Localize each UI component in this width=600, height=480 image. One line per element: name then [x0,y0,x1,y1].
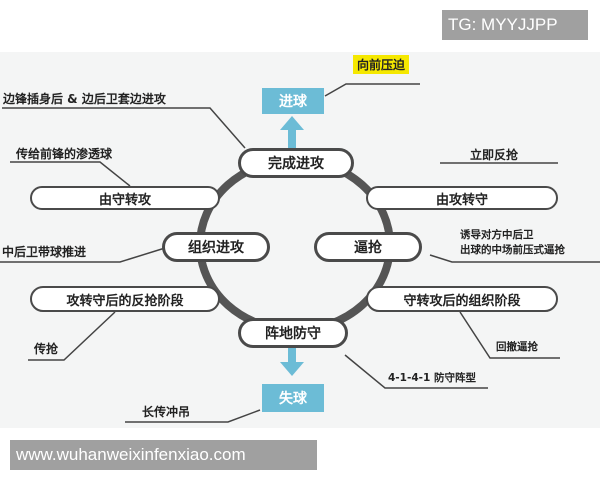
annotation-press-line2: 出球的中场前压式逼抢 [460,244,565,256]
arrow-up-shaft [288,128,296,148]
leader-pass-press [28,311,116,361]
annotation-long-ball: 长传冲吊 [142,405,191,419]
leader-long-ball [125,409,261,423]
goal-scored-box: 进球 [262,88,324,114]
transition-counterpress-phase: 攻转守后的反抢阶段 [30,286,220,312]
phase-set-defense: 阵地防守 [238,318,348,348]
leader-winger [2,107,246,149]
phase-organize-attack: 组织进攻 [162,232,270,262]
leader-press-trap [429,254,600,263]
arrow-up-head-icon [280,116,304,130]
leader-press [324,83,420,97]
annotation-high-press: 向前压迫 [353,55,410,74]
arrow-down-shaft [288,345,296,365]
annotation-immediate-counterpress: 立即反抢 [470,148,519,162]
annotation-press-line1: 诱导对方中后卫 [460,229,534,241]
annotation-through-pass: 传给前锋的渗透球 [16,147,113,161]
annotation-winger-overlap: 边锋插身后 & 边后卫套边进攻 [3,92,166,106]
leader-cb-carry [0,247,166,263]
arrow-down-head-icon [280,362,304,376]
watermark-bottom: www.wuhanweixinfenxiao.com [10,440,317,470]
transition-def-to-att: 由守转攻 [30,186,220,210]
transition-att-to-def: 由攻转守 [366,186,558,210]
annotation-formation: 4-1-4-1 防守阵型 [388,372,476,384]
phase-finish-attack: 完成进攻 [238,148,354,178]
phase-press: 逼抢 [314,232,422,262]
watermark-top: TG: MYYJJPP [442,10,588,40]
annotation-cb-carry: 中后卫带球推进 [2,245,87,259]
leader-formation [344,354,488,389]
leader-through-pass [10,161,131,187]
annotation-retreat-press: 回撤逼抢 [496,341,538,353]
leader-retreat [459,311,560,359]
goal-conceded-box: 失球 [262,384,324,412]
annotation-pass-press: 传抢 [34,342,59,356]
transition-organize-phase: 守转攻后的组织阶段 [366,286,558,312]
